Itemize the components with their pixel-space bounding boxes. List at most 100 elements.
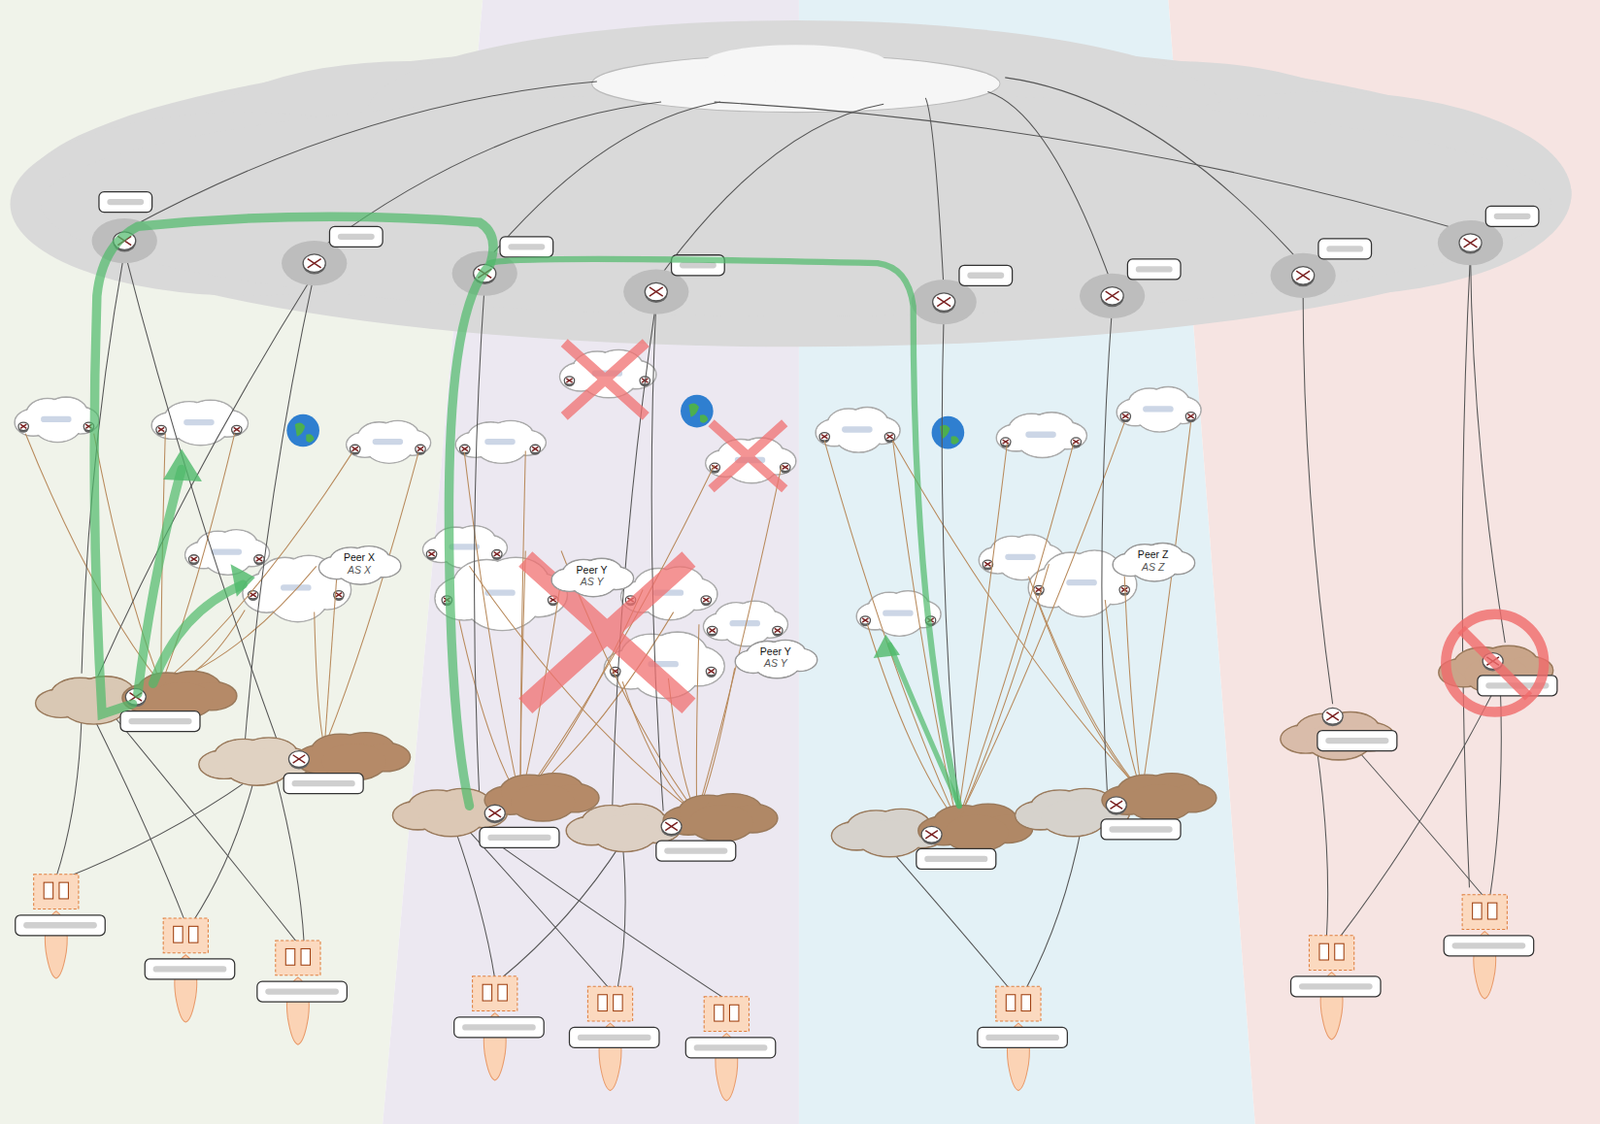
router-icon: [415, 444, 427, 456]
firewall-icon: [613, 995, 623, 1012]
router-icon: [644, 282, 667, 303]
path-shape: [782, 465, 789, 469]
pe-ce-link: [1302, 285, 1333, 704]
blurred-label-text: [507, 243, 545, 250]
blurred-label-box: [500, 236, 554, 258]
router-icon: [1120, 412, 1132, 424]
firewall-link: [887, 846, 1010, 990]
cloud-puff: [225, 748, 290, 785]
blurred-cloud-label: [841, 426, 873, 433]
path-shape: [1110, 800, 1124, 809]
blurred-label-box: [257, 981, 347, 1002]
cloud-puff: [592, 815, 657, 852]
firewall-box: [1462, 895, 1507, 931]
blurred-label-text: [966, 272, 1004, 279]
as-number: AS Z: [1141, 561, 1165, 574]
blurred-label-text: [985, 1034, 1060, 1041]
blurred-cloud-label: [1025, 432, 1057, 438]
path-shape: [886, 434, 893, 439]
firewall-link: [56, 714, 82, 878]
cloud-puff: [510, 784, 575, 821]
core-cloud: [10, 20, 1572, 347]
cloud-shape: [1116, 387, 1201, 433]
firewall-icon: [188, 926, 198, 943]
blurred-label-box: [144, 959, 234, 980]
ellipse-shape: [884, 433, 896, 441]
firewall-link: [275, 775, 304, 944]
blurred-label-box: [479, 827, 560, 848]
blurred-label-box: [1318, 238, 1372, 260]
ellipse-shape: [933, 293, 956, 311]
pe-routers: [92, 192, 1539, 326]
blurred-label-text: [1135, 266, 1173, 272]
cloud-puff: [689, 804, 754, 841]
router-icon: [564, 376, 575, 388]
ellipse-shape: [1292, 266, 1315, 285]
ellipse-shape: [18, 422, 30, 431]
cloud-shape: [551, 558, 634, 597]
blurred-label-box: [977, 1027, 1067, 1048]
firewall-icon: [1472, 902, 1482, 920]
blurred-label-text: [1452, 942, 1527, 949]
blurred-label-text: [153, 966, 228, 972]
firewall-link: [454, 826, 496, 980]
ellipse-shape: [705, 666, 717, 675]
cloud-shape: [484, 773, 600, 822]
ellipse-shape: [459, 444, 470, 453]
peering-link: [1037, 601, 1142, 794]
failure-marks: [525, 342, 1544, 712]
cloud-puff: [266, 570, 329, 622]
path-shape: [566, 378, 572, 383]
router-icon: [772, 626, 784, 637]
peer-cloud: Peer YAS Y: [740, 639, 810, 677]
blurred-label-text: [924, 856, 988, 863]
blurred-label-text: [694, 1044, 768, 1051]
peering-link: [314, 612, 326, 748]
blurred-cloud-label: [484, 438, 516, 445]
core-link: [925, 98, 944, 293]
path-shape: [256, 557, 263, 562]
router-icon: [484, 804, 505, 824]
router-icon: [706, 626, 718, 637]
cloud-shape: [14, 397, 100, 442]
blurred-cloud-label: [40, 416, 72, 423]
path-shape: [702, 598, 709, 602]
core-link: [1004, 77, 1303, 266]
pe-ce-link: [1470, 253, 1506, 643]
blurred-label-text: [106, 199, 144, 205]
ellipse-shape: [1437, 220, 1503, 266]
path-shape: [649, 287, 664, 297]
blurred-cloud-label: [1004, 554, 1036, 561]
cloud-shape: [1112, 543, 1195, 582]
path-shape: [1326, 712, 1339, 721]
path-shape: [1072, 439, 1079, 444]
pe-ce-link: [97, 273, 315, 679]
blurred-label-text: [462, 1024, 536, 1031]
internet-globe: [680, 395, 714, 429]
path-shape: [293, 755, 306, 764]
traffic-paths: [94, 216, 960, 806]
path-shape: [428, 552, 434, 557]
pe-ce-link: [1462, 253, 1470, 889]
internet-globe: [286, 414, 320, 448]
firewall-icon: [285, 948, 295, 966]
path-shape: [307, 259, 322, 268]
path-shape: [862, 618, 868, 623]
traffic-path: [94, 216, 494, 806]
ellipse-shape: [484, 804, 505, 822]
peering-link: [324, 576, 337, 748]
path-shape: [821, 434, 828, 439]
cloud-puff: [204, 540, 252, 575]
blurred-cloud-label: [882, 610, 914, 617]
path-shape: [20, 424, 27, 429]
cloud-puff: [1017, 423, 1068, 458]
firewall-icon: [714, 1004, 724, 1022]
path-shape: [707, 668, 714, 673]
path-shape: [191, 557, 198, 562]
firewall-box: [996, 986, 1041, 1022]
cloud-puff: [465, 573, 540, 630]
cloud-outline: [1118, 542, 1188, 580]
cloud-puff: [366, 431, 413, 464]
ellipse-shape: [20, 40, 1572, 347]
